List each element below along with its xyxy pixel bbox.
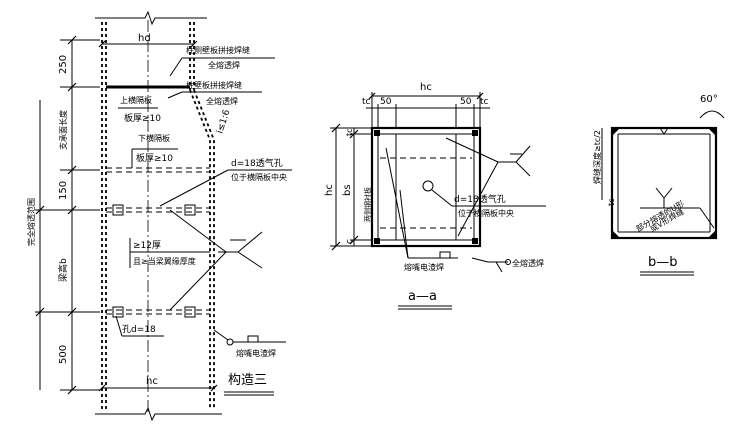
- dim-c-side: c: [345, 239, 355, 244]
- section-bb: 60° 焊缝深度≥tc/2 tc 部分熔透的U形 或V形焊缝 b—b: [592, 94, 725, 276]
- label-hc-bottom: hc: [146, 376, 158, 387]
- label-slope: i≤1:6: [215, 108, 232, 135]
- label-hc-aa: hc: [420, 82, 432, 93]
- dim-tc-side: tc: [345, 128, 354, 136]
- label-upper-thick: 板厚≥10: [124, 112, 161, 124]
- label-hole-18: 孔d=18: [122, 324, 156, 335]
- dim-50-left: 50: [380, 97, 392, 107]
- callout-full-pen-2: 全熔透焊: [206, 96, 238, 106]
- label-lower-thick: 板厚≥10: [136, 152, 173, 164]
- label-full-pen-range: 完全熔透范围: [26, 198, 36, 246]
- dim-bs-side: bs: [342, 184, 353, 196]
- dim-tc-right: tc: [480, 97, 489, 107]
- callout-vent-center-aa: 位于横隔板中央: [458, 208, 514, 218]
- dim-hc-side: hc: [324, 184, 335, 196]
- label-backing-plates: 两侧钢衬板: [363, 187, 372, 222]
- dim-150: 150: [58, 181, 69, 200]
- label-lower-diaphragm: 下横隔板: [138, 133, 170, 143]
- label-min-12: ≥12厚: [133, 240, 161, 251]
- label-hd: hd: [138, 33, 151, 44]
- label-flange-thick: 且≥当梁翼缘厚度: [133, 256, 196, 266]
- callout-side-wall-splice: 柱侧壁板拼接焊缝: [186, 45, 250, 55]
- break-mark-top: [95, 10, 207, 26]
- callout-vent-hole-aa: d=18透气孔: [454, 193, 506, 205]
- callout-vent-center: 位于横隔板中央: [231, 172, 287, 182]
- callout-wall-splice: 柱壁板拼接焊缝: [186, 80, 242, 90]
- dim-250: 250: [58, 55, 69, 74]
- callout-full-pen-1: 全熔透焊: [208, 60, 240, 70]
- label-beam-height: 梁高b: [57, 258, 69, 282]
- label-tc-bb: tc: [607, 198, 616, 206]
- dim-500: 500: [58, 345, 69, 364]
- callout-electroslag-1: 熔嘴电渣焊: [236, 348, 276, 358]
- title-section-aa: a—a: [408, 289, 437, 304]
- dim-tc-left: tc: [362, 97, 371, 107]
- section-aa: hc tc 50 50 tc tc hc bs c 两侧钢衬板: [324, 82, 546, 310]
- callout-full-pen-aa: 全熔透焊: [512, 258, 544, 268]
- label-support-length: 支承面长度: [58, 110, 68, 150]
- title-section-bb: b—b: [648, 255, 678, 270]
- label-weld-depth: 焊缝深度≥tc/2: [592, 130, 602, 184]
- title-detail-3: 构造三: [228, 373, 267, 388]
- label-upper-diaphragm: 上横隔板: [120, 95, 152, 105]
- dim-50-right: 50: [460, 97, 472, 107]
- callout-vent-hole: d=18透气孔: [231, 157, 283, 169]
- left-elevation: hd hc 250 150 500 支承面长度 完全熔透范围 梁高b 柱侧壁板拼…: [26, 10, 292, 422]
- label-angle-60: 60°: [700, 94, 718, 105]
- callout-electroslag-aa: 熔嘴电渣焊: [404, 262, 444, 272]
- break-mark-bottom: [95, 406, 222, 422]
